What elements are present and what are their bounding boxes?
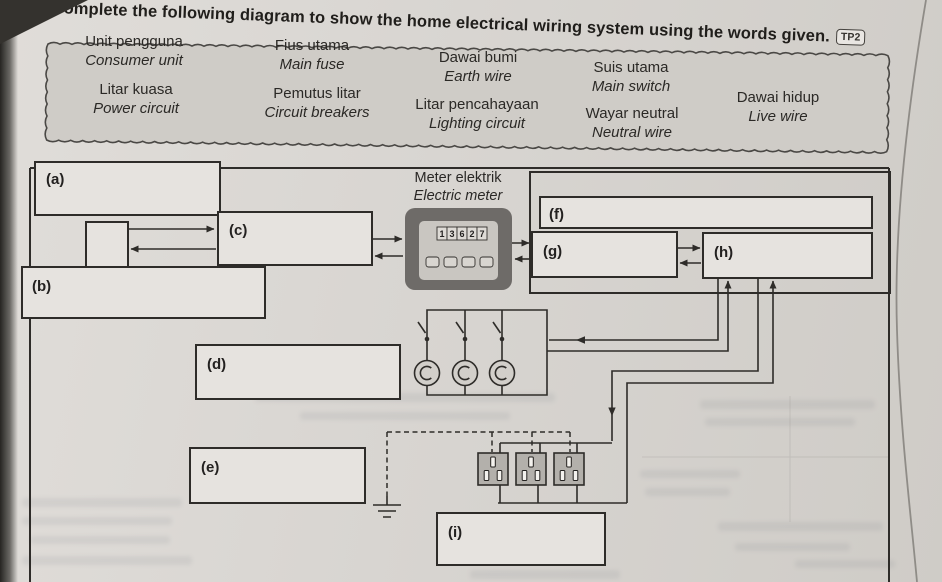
word-malay: Dawai hidup [736,89,820,106]
meter-digit: 6 [459,229,464,239]
answer-box-a-label: (a) [46,171,64,188]
meter-digit: 3 [449,229,454,239]
answer-box-c [217,211,373,266]
word-malay: Unit pengguna [85,33,183,50]
page-bleed-through [22,517,172,525]
meter-label-english: Electric meter [414,188,504,204]
electric-meter: Meter elektrik Electric meter 1 3 6 2 7 [405,170,512,290]
page-bleed-through [700,400,875,409]
word-bank-item: Litar pencahayaan Lighting circuit [382,95,572,133]
supply-junction-box [85,221,129,269]
word-english: Circuit breakers [264,104,370,121]
meter-label-malay: Meter elektrik [414,170,502,186]
lamp-icon [413,359,441,387]
word-malay: Litar pencahayaan [415,96,539,113]
earth-wire-dashed [386,431,571,496]
page-bleed-through [795,560,895,568]
word-english: Neutral wire [591,124,673,141]
page-bleed-through [22,556,192,565]
answer-box-c-label: (c) [229,222,247,239]
word-english: Power circuit [93,100,179,117]
word-english: Consumer unit [85,52,183,69]
answer-box-f-label: (f) [549,206,564,223]
answer-box-d [195,344,401,400]
answer-box-g [531,231,678,278]
meter-digit: 1 [439,229,444,239]
word-bank-item: Suis utama Main switch [536,58,726,96]
word-malay: Litar kuasa [99,81,173,98]
page-bleed-through [255,393,555,402]
answer-box-b [21,266,266,319]
word-bank-item: Wayar neutral Neutral wire [537,104,727,142]
word-english: Earth wire [444,68,512,85]
word-malay: Pemutus litar [273,85,361,102]
answer-box-e-label: (e) [201,459,219,476]
word-malay: Suis utama [593,59,669,76]
page-bleed-through [300,412,510,420]
page-edge-shadow [895,0,927,582]
word-bank-item: Pemutus litar Circuit breakers [222,84,412,122]
lamp-icon [451,359,479,387]
word-english: Main switch [591,78,671,95]
meter-digit-display: 1 3 6 2 7 [436,226,488,241]
power-socket-icon [477,452,509,486]
page-bleed-through [470,570,620,579]
word-english: Main fuse [279,56,345,73]
answer-box-h [702,232,873,279]
page-bleed-through [705,418,855,426]
answer-box-f [539,196,873,229]
answer-box-e [189,447,366,504]
meter-digit: 2 [469,229,474,239]
word-bank-box [44,41,891,155]
power-socket-icon [515,452,547,486]
answer-box-a [34,161,221,216]
book-edge-shadow [0,0,18,582]
page-bleed-through [735,543,850,551]
word-bank-item: Unit pengguna Consumer unit [39,32,229,70]
page-bleed-through [30,536,170,544]
word-bank-item: Dawai bumi Earth wire [383,48,573,86]
meter-terminals [425,256,494,268]
page-bleed-lines [642,396,890,522]
answer-box-h-label: (h) [714,244,733,261]
answer-box-i [436,512,606,566]
answer-box-b-label: (b) [32,278,51,295]
ground-symbol-icon [373,496,401,518]
consumer-unit-enclosure [529,171,891,294]
word-malay: Dawai bumi [438,49,518,66]
page-bleed-through [22,498,182,507]
socket-ring-circuit [373,431,627,518]
answer-box-d-label: (d) [207,356,226,373]
answer-box-g-label: (g) [543,243,562,260]
lighting-circuit [413,309,548,396]
word-english: Lighting circuit [429,115,525,132]
word-bank-item: Litar kuasa Power circuit [41,80,231,118]
wires [128,225,777,503]
word-malay: Wayar neutral [585,105,679,122]
power-socket-icon [553,452,585,486]
meter-digit: 7 [479,229,484,239]
tp2-badge: TP2 [835,28,866,46]
word-english: Live wire [748,108,808,125]
word-bank-item: Fius utama Main fuse [217,36,407,74]
page-bleed-through [645,488,730,496]
page-bleed-through [718,522,883,531]
answer-box-i-label: (i) [448,524,462,541]
lamp-icon [488,359,516,387]
word-malay: Fius utama [274,37,350,54]
page-bleed-through [640,470,740,478]
word-bank-item: Dawai hidup Live wire [683,88,873,126]
